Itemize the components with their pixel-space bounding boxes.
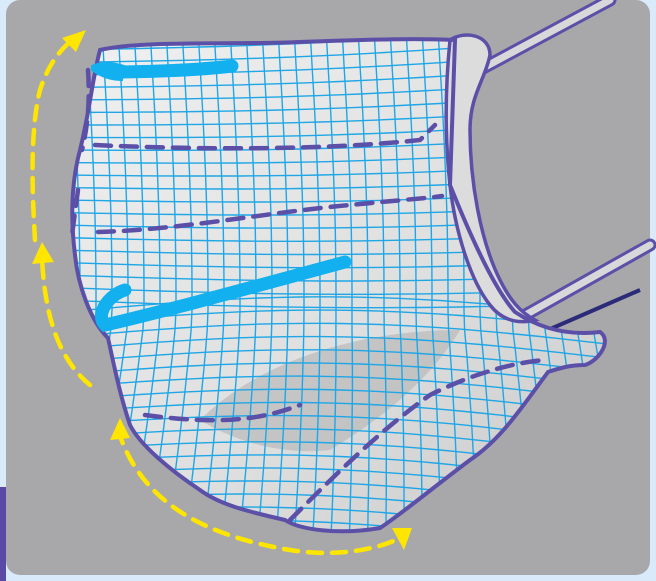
mesh-line xyxy=(582,30,625,550)
dashed-arrow-icon xyxy=(32,242,54,264)
nose-wire xyxy=(108,66,232,72)
ear-loop-bottom xyxy=(520,245,650,330)
mesh-line xyxy=(518,30,552,550)
dashed-arrow-icon xyxy=(392,528,412,550)
mesh-line xyxy=(36,30,80,550)
flow-arrow-upper xyxy=(33,40,72,240)
ear-loop-top xyxy=(470,0,610,75)
mask-body xyxy=(72,39,605,531)
